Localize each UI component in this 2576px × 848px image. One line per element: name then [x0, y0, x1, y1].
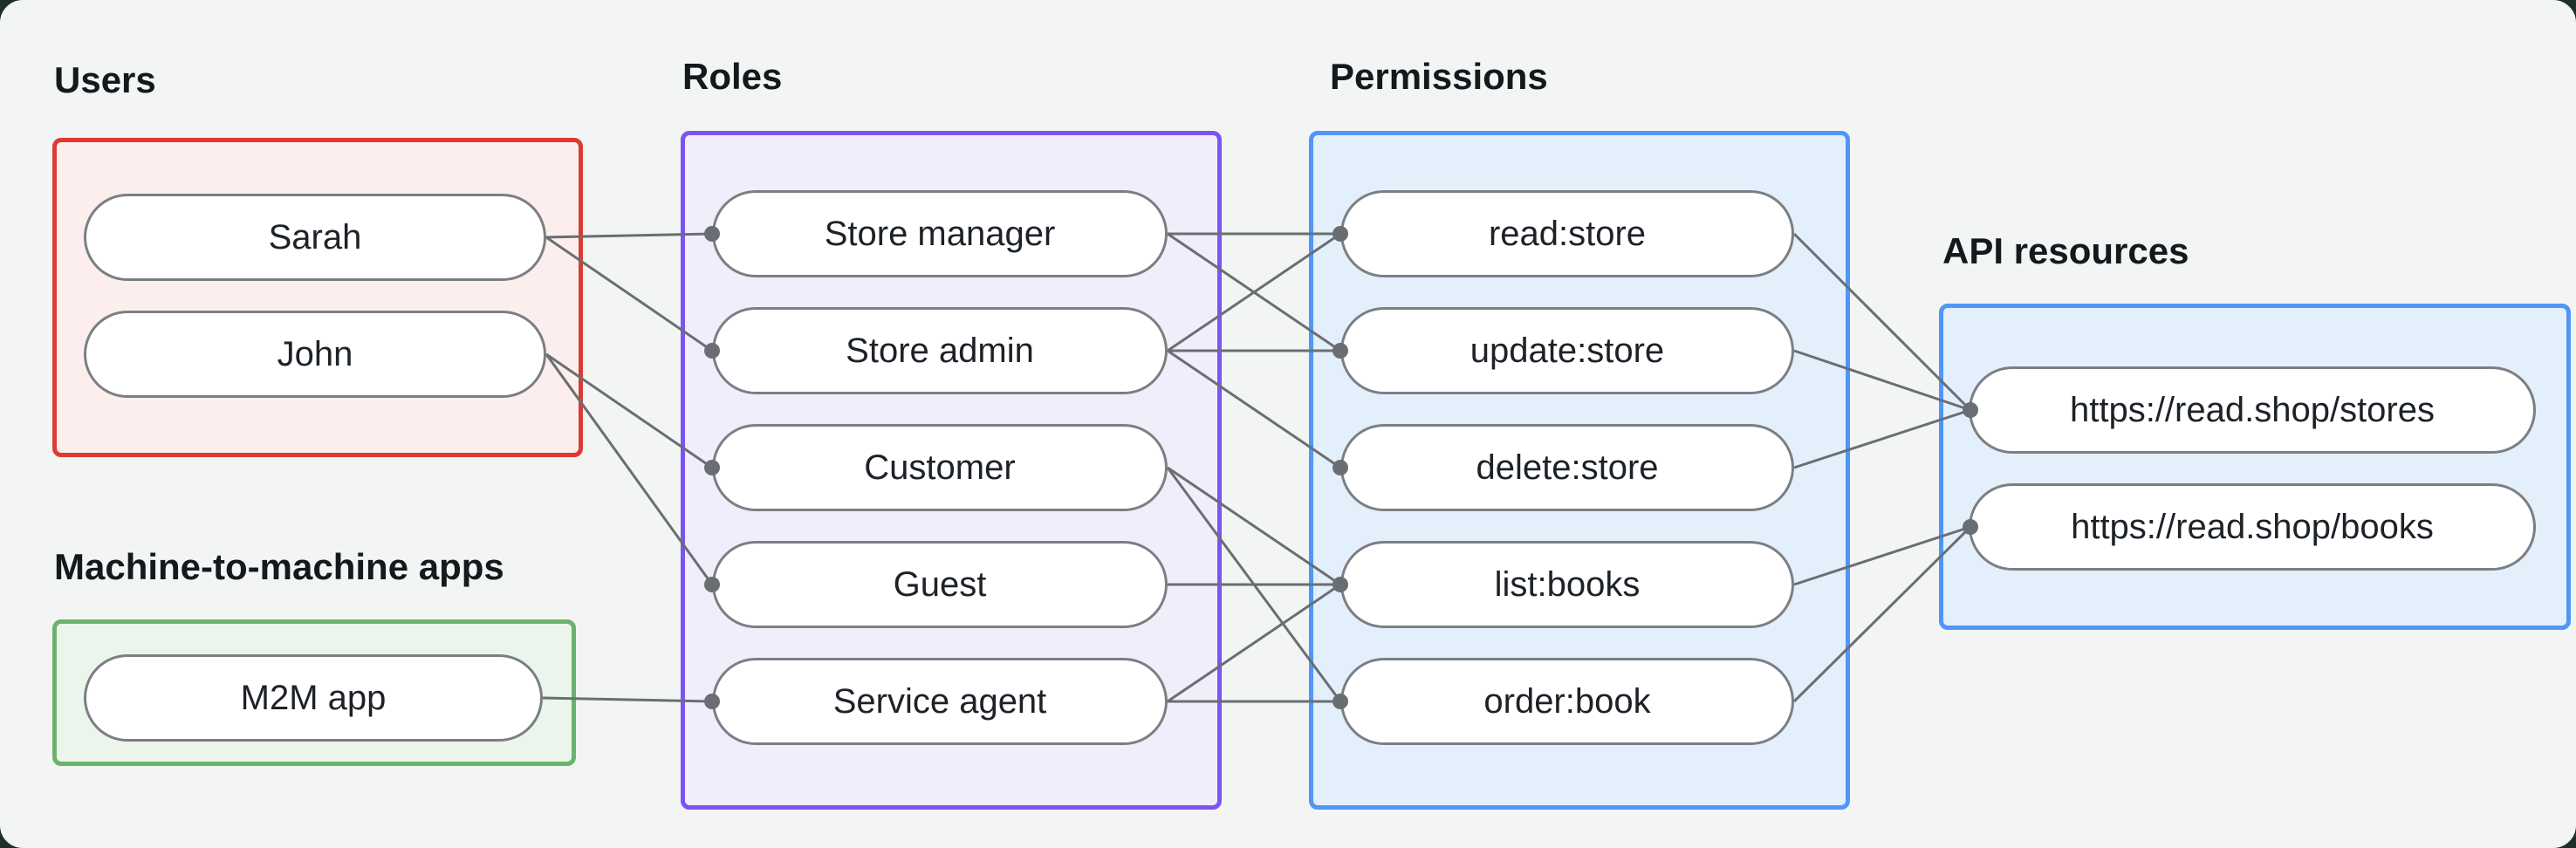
edge-sarah-to-store-admin	[545, 236, 713, 352]
connector-dot-order-book	[1333, 694, 1348, 709]
connector-dot-store-manager	[704, 226, 720, 242]
node-role-customer: Customer	[712, 424, 1168, 511]
node-m2m-app: M2M app	[84, 654, 543, 742]
users-group-label: Users	[54, 59, 156, 100]
edge-store-admin-to-delete-store	[1167, 349, 1341, 469]
edge-read-store-to-stores-api	[1792, 232, 1972, 412]
edge-service-agent-to-list-books	[1167, 583, 1341, 703]
users-group-box	[52, 138, 583, 457]
edge-list-books-to-books-api	[1793, 525, 1971, 586]
node-permission-order-book: order:book	[1340, 658, 1794, 745]
roles-group-label: Roles	[682, 56, 783, 97]
node-role-guest: Guest	[712, 541, 1168, 628]
permissions-group-label: Permissions	[1330, 56, 1548, 97]
node-permission-read-store: read:store	[1340, 190, 1794, 277]
edge-delete-store-to-stores-api	[1793, 408, 1971, 469]
connector-dot-service-agent	[704, 694, 720, 709]
connector-dot-delete-store	[1333, 460, 1348, 475]
connector-dot-read-store	[1333, 226, 1348, 242]
node-permission-list-books: list:books	[1340, 541, 1794, 628]
edge-john-to-customer	[545, 352, 713, 469]
api-resources-group-box	[1939, 304, 2571, 630]
connector-dot-store-admin	[704, 343, 720, 359]
node-role-store-admin: Store admin	[712, 307, 1168, 394]
edge-customer-to-list-books	[1167, 466, 1341, 586]
connector-dot-books-api	[1963, 519, 1978, 535]
edge-sarah-to-store-manager	[545, 232, 713, 239]
node-permission-delete-store: delete:store	[1340, 424, 1794, 511]
node-role-service-agent: Service agent	[712, 658, 1168, 745]
m2m-apps-group-label: Machine-to-machine apps	[54, 546, 504, 587]
edge-update-store-to-stores-api	[1793, 349, 1971, 412]
connector-dot-guest	[704, 577, 720, 592]
node-api-resource-stores: https://read.shop/stores	[1969, 366, 2536, 454]
node-api-resource-books: https://read.shop/books	[1969, 483, 2536, 571]
node-user-john: John	[84, 311, 546, 398]
node-permission-update-store: update:store	[1340, 307, 1794, 394]
edge-order-book-to-books-api	[1792, 525, 1972, 703]
connector-dot-update-store	[1333, 343, 1348, 359]
node-user-sarah: Sarah	[84, 194, 546, 281]
edge-john-to-guest	[545, 353, 714, 585]
connector-dot-list-books	[1333, 577, 1348, 592]
node-role-store-manager: Store manager	[712, 190, 1168, 277]
api-resources-group-label: API resources	[1942, 230, 2189, 271]
edge-store-admin-to-read-store	[1167, 232, 1341, 352]
connector-dot-stores-api	[1963, 402, 1978, 418]
edge-m2m-app-to-service-agent	[542, 696, 713, 703]
connector-dot-customer	[704, 460, 720, 475]
